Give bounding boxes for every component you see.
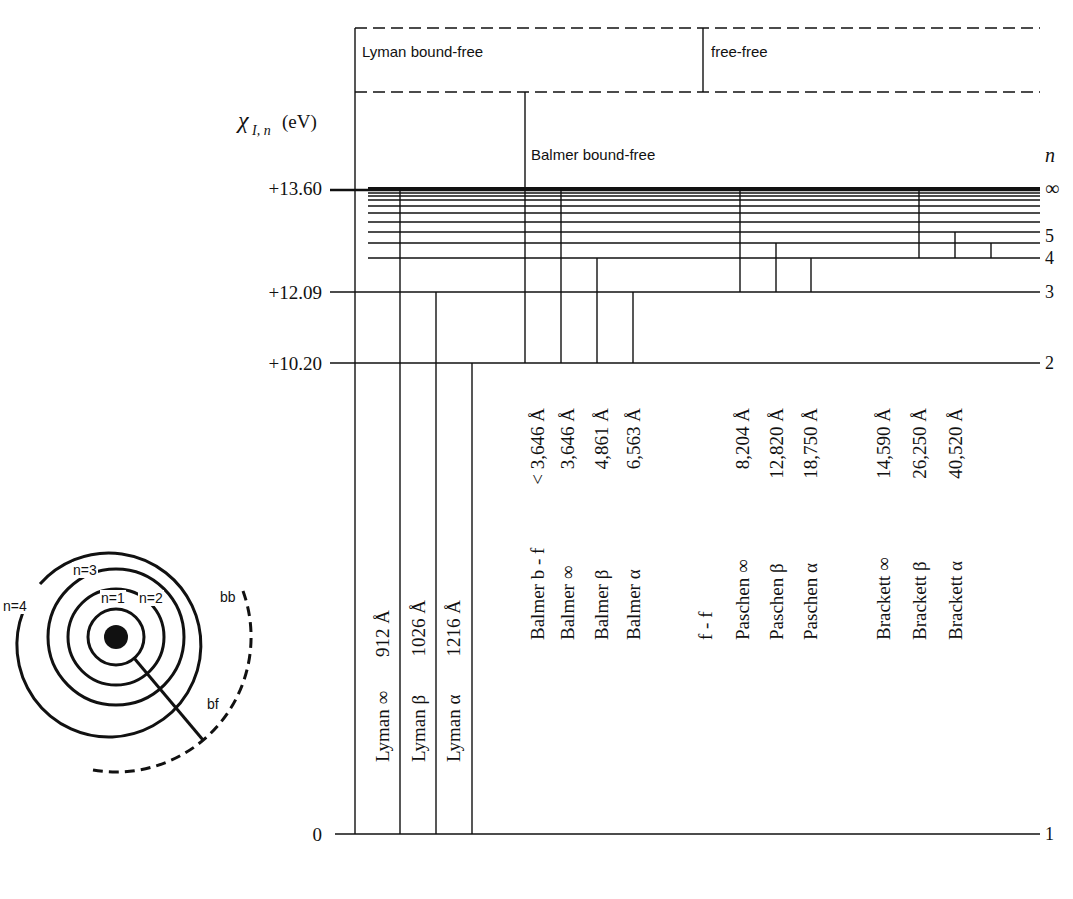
continuum-arc [93, 591, 251, 772]
lyman-inf-line [399, 188, 400, 834]
balmer-alpha-line [632, 292, 633, 363]
orbit-label: n=4 [2, 598, 28, 614]
region-label: Lyman bound-free [362, 44, 483, 59]
wavelength: < 3,646 Å [528, 408, 547, 485]
axis-unit: (eV) [282, 112, 317, 131]
wavelength: 14,590 Å [874, 408, 893, 479]
line-name: Brackett α [946, 561, 965, 640]
energy-value: +13.60 [269, 179, 322, 198]
continuum-top [355, 27, 1040, 28]
ionization-limit [355, 91, 1040, 92]
orbit-4 [17, 553, 201, 737]
balmer-inf-line [560, 188, 561, 363]
brackett-beta-line [954, 232, 955, 258]
line-name: Balmer β [592, 570, 611, 640]
paschen-alpha-line [810, 258, 811, 292]
line-name: Paschen α [801, 563, 820, 640]
level-7 [368, 221, 1040, 222]
level-number: 4 [1045, 249, 1054, 267]
paschen-beta-line [775, 243, 776, 292]
wavelength: 912 Å [373, 610, 392, 657]
level-5 [368, 242, 1040, 243]
line-name: Paschen β [767, 563, 786, 640]
region-label: free-free [711, 44, 768, 59]
wavelength: 8,204 Å [733, 408, 752, 469]
free-free-divider [702, 28, 703, 92]
line-name: Paschen ∞ [733, 559, 752, 640]
brackett-alpha-line [990, 243, 991, 258]
level-10 [368, 199, 1040, 200]
line-name: Brackett ∞ [874, 557, 893, 640]
level-12 [368, 192, 1040, 193]
level-limit [368, 187, 1040, 189]
wavelength: 1216 Å [444, 600, 463, 656]
level-8 [368, 212, 1040, 213]
paschen-inf-line [739, 188, 740, 292]
energy-value: 0 [313, 825, 323, 844]
orbit-label: n=1 [100, 590, 126, 606]
level-4 [368, 257, 1040, 258]
orbit-1 [88, 609, 144, 665]
line-name: Balmer ∞ [558, 566, 577, 640]
lyman-alpha-line [471, 363, 472, 834]
brackett-inf-line [918, 188, 919, 258]
line-name: Lyman ∞ [373, 691, 392, 762]
wavelength: 26,250 Å [910, 408, 929, 479]
axis-symbol: χ [238, 108, 249, 132]
line-name: Lyman β [409, 695, 428, 762]
orbit-label: n=3 [72, 562, 98, 578]
level-limit [330, 189, 1040, 191]
transition-label: bb [220, 590, 236, 604]
wavelength: 4,861 Å [592, 408, 611, 469]
level-number: ∞ [1045, 178, 1059, 198]
energy-value: +10.20 [269, 354, 322, 373]
level-heading: n [1045, 145, 1055, 165]
wavelength: 40,520 Å [946, 408, 965, 479]
energy-value: +12.09 [269, 283, 322, 302]
level-number: 3 [1045, 283, 1054, 301]
wavelength: 18,750 Å [801, 408, 820, 479]
wavelength: 12,820 Å [767, 408, 786, 479]
level-6 [368, 231, 1040, 232]
lyman-beta-line [435, 292, 436, 834]
bound-free-line [134, 658, 203, 740]
orbit-label: n=2 [138, 590, 164, 606]
axis-subscript: I, n [252, 124, 271, 138]
balmer-beta-line [596, 258, 597, 363]
line-name: Brackett β [910, 561, 929, 640]
nucleus [104, 625, 128, 649]
line-name: Balmer b - f [528, 548, 547, 640]
balmer-bound-free-line [524, 92, 525, 363]
orbit-3 [48, 569, 184, 705]
wavelength: 1026 Å [409, 600, 428, 656]
wavelength: 3,646 Å [558, 408, 577, 469]
orbit-2 [68, 589, 164, 685]
transition-label: bf [207, 697, 219, 711]
region-label: Balmer bound-free [531, 147, 655, 162]
line-name: Balmer α [624, 569, 643, 640]
wavelength: 6,563 Å [624, 408, 643, 469]
level-number: 2 [1045, 354, 1054, 372]
level-9 [368, 205, 1040, 206]
line-name: Lyman α [444, 695, 463, 762]
level-11 [368, 195, 1040, 196]
level-1 [335, 833, 1040, 834]
lyman-bound-free-line [354, 28, 355, 834]
level-number: 1 [1045, 825, 1054, 843]
atom-sketch [17, 553, 251, 772]
line-name: f - f [696, 612, 715, 640]
level-number: 5 [1045, 227, 1054, 245]
